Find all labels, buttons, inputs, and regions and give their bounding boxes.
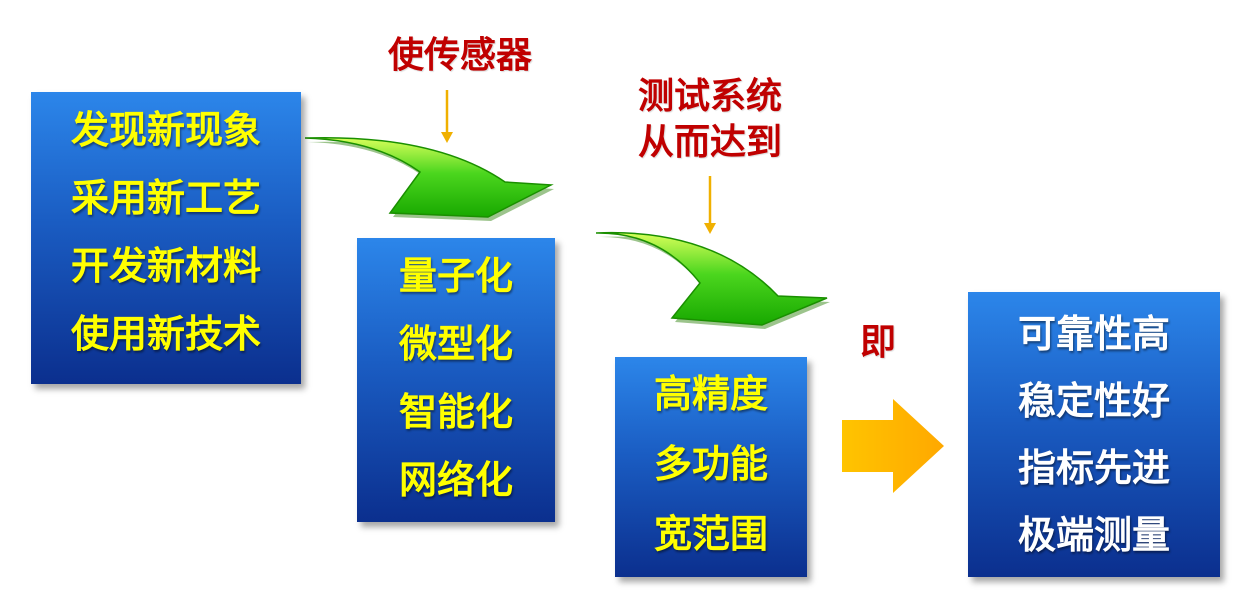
box-new-discoveries: 发现新现象 采用新工艺 开发新材料 使用新技术 [31,92,301,384]
box-item: 开发新材料 [70,244,261,288]
box-results: 可靠性高 稳定性好 指标先进 极端测量 [968,292,1220,577]
curved-arrow-1 [304,136,554,221]
curved-arrow-2 [595,231,830,329]
box-item: 智能化 [398,390,513,434]
box-item: 稳定性好 [1017,378,1170,423]
small-arrow-2 [704,176,716,234]
box-item: 指标先进 [1017,446,1170,491]
big-orange-arrow [842,399,944,493]
label-system-line1: 测试系统 [637,76,782,117]
label-system: 测试系统 从而达到 [615,74,805,166]
box-item: 网络化 [398,458,513,502]
box-item: 微型化 [398,322,513,366]
box-system-goals: 高精度 多功能 宽范围 [615,357,807,577]
box-item: 多功能 [653,442,768,486]
label-sensor: 使传感器 [387,35,532,76]
box-item: 采用新工艺 [70,176,261,220]
label-system-line2: 从而达到 [637,122,782,163]
box-item: 使用新技术 [70,312,261,356]
box-item: 高精度 [653,372,768,416]
box-item: 宽范围 [653,512,768,556]
box-item: 极端测量 [1017,513,1170,558]
small-arrow-1 [441,90,453,143]
label-ji: 即 [859,322,896,363]
box-sensor-trends: 量子化 微型化 智能化 网络化 [357,238,555,522]
box-item: 可靠性高 [1017,311,1170,356]
box-item: 发现新现象 [70,108,261,152]
box-item: 量子化 [398,254,513,298]
